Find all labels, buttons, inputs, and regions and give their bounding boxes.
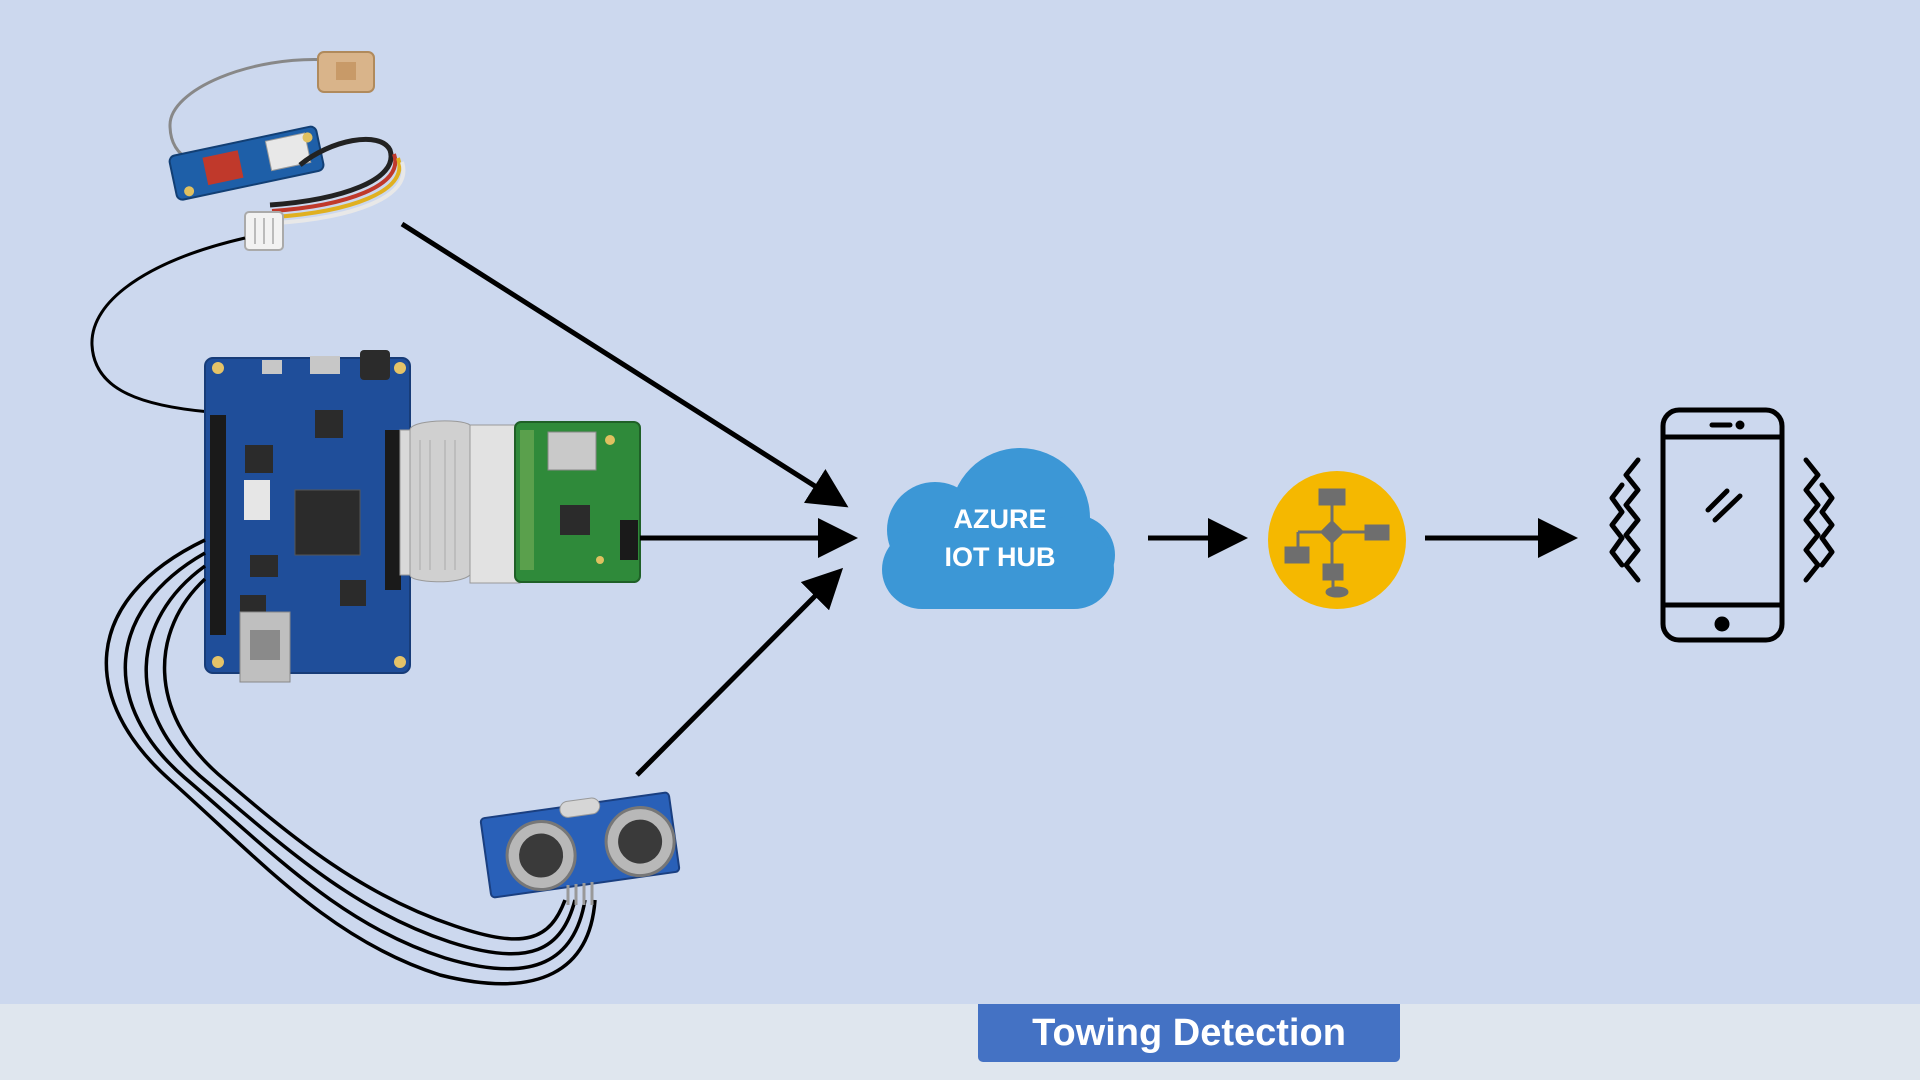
cloud-label-line1: AZURE (953, 504, 1047, 534)
cloud-label-line2: IOT HUB (944, 542, 1056, 572)
stream-analytics-icon (1268, 471, 1406, 609)
ribbon-cable-image (399, 420, 521, 584)
arrow-gps-to-cloud (400, 221, 849, 508)
vibrating-phone-icon (1609, 407, 1835, 643)
azure-iot-hub-cloud (882, 448, 1115, 609)
slide-caption: Towing Detection (978, 1004, 1400, 1062)
sensor-wires (104, 538, 597, 986)
ultrasonic-sensor-image (479, 791, 681, 905)
footer-band (0, 1004, 1920, 1080)
gps-wire (90, 236, 246, 414)
fpga-board-image (204, 350, 411, 683)
gps-module-image (168, 51, 406, 251)
rfs-board-image (514, 421, 641, 583)
azure-iot-hub-label: AZURE IOT HUB (880, 500, 1120, 576)
arrow-sensor-to-cloud (635, 567, 844, 777)
